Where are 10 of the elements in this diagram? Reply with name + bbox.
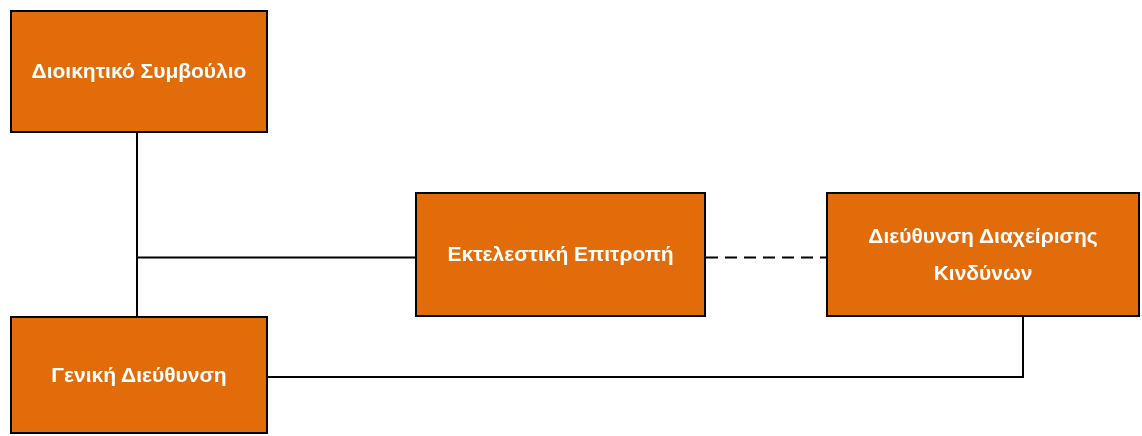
unit-name: Διεύθυνση Διαχείρισης Κινδύνων [867,222,1099,286]
unit-name: Διοικητικό Συμβούλιο [30,58,248,85]
unit-name: Γενική Διεύθυνση [50,361,228,388]
org-unit-box [10,316,268,434]
org-unit-box [415,192,706,317]
unit-name: Εκτελεστική Επιτροπή [446,241,675,268]
connector-line [267,316,1024,378]
dashed-connector [705,256,827,259]
org-unit-box [826,192,1140,317]
org-unit-box [10,10,268,133]
